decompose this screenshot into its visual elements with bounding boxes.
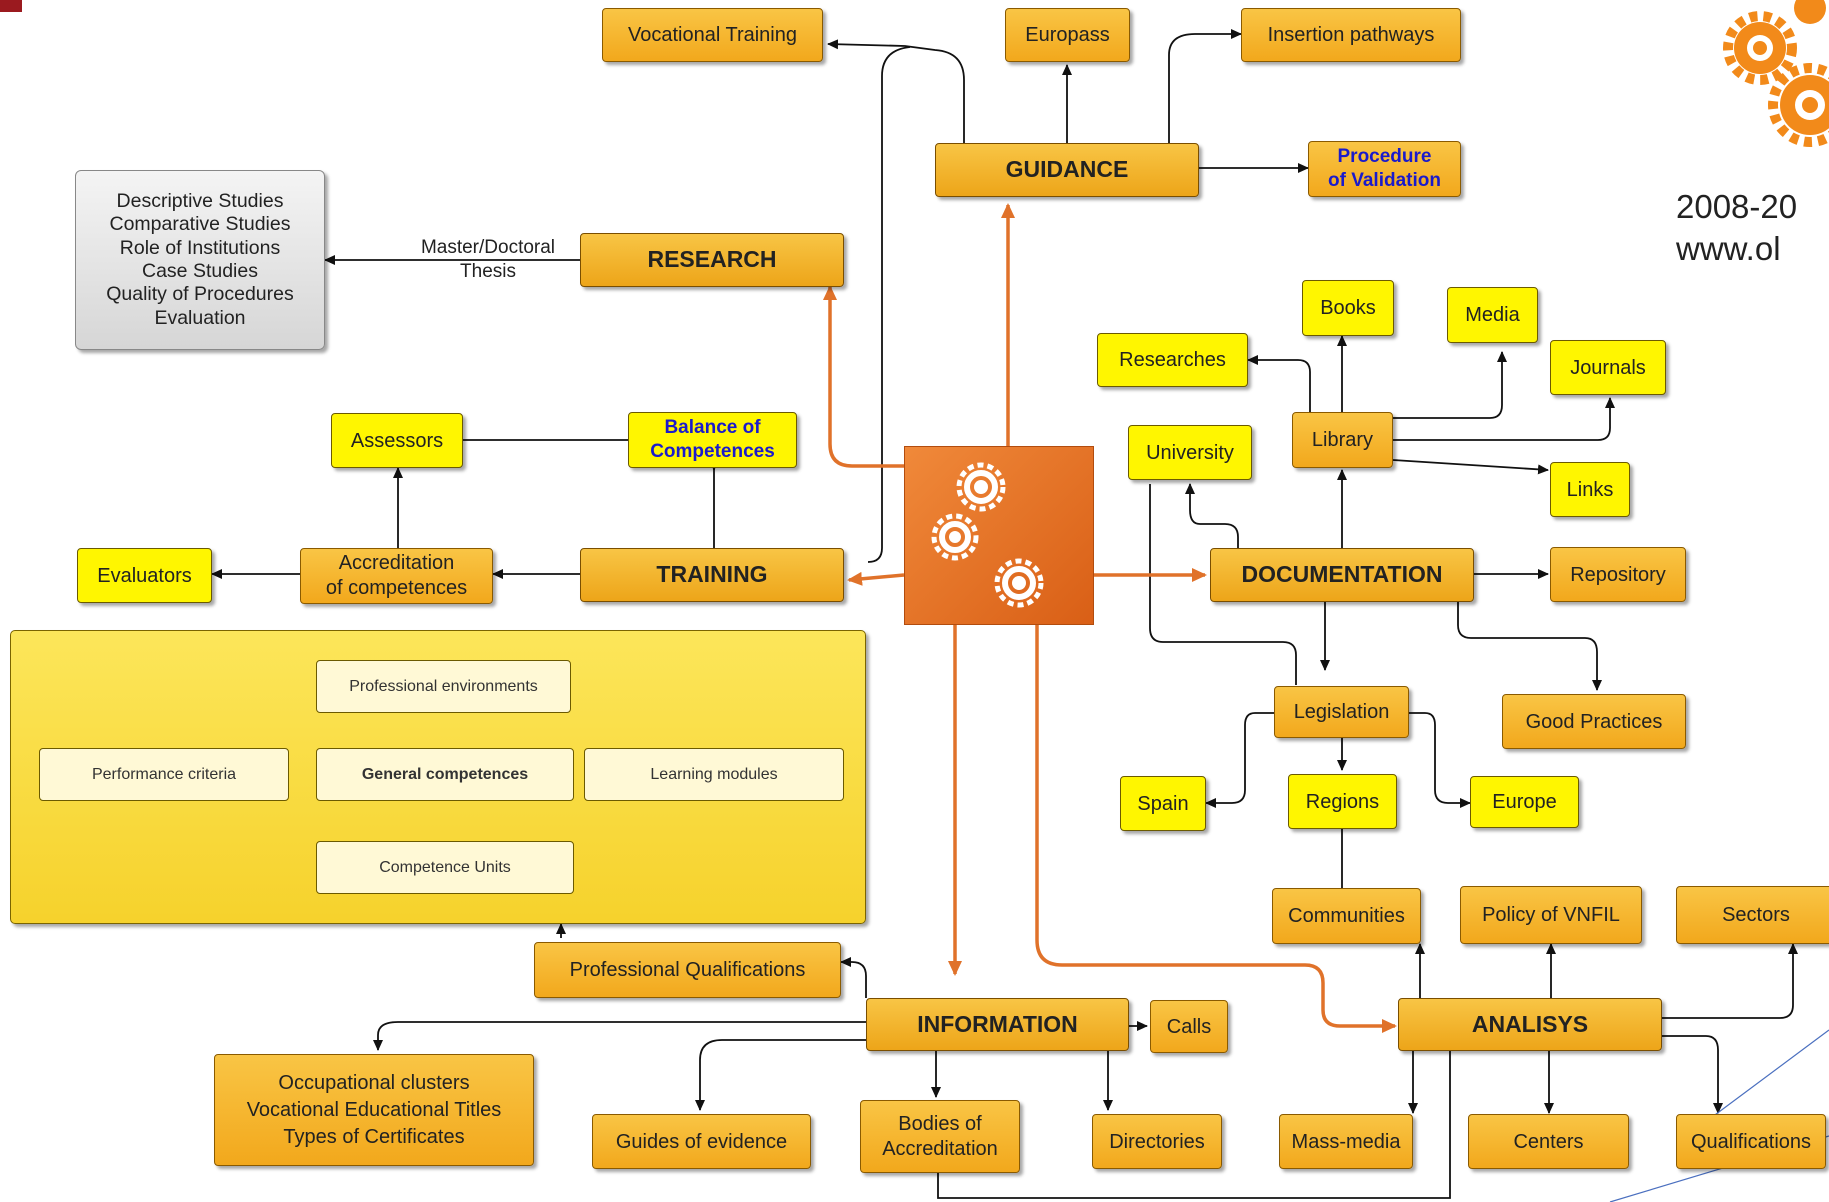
directories-node[interactable]: Directories — [1092, 1114, 1222, 1169]
evaluators-node[interactable]: Evaluators — [77, 548, 212, 603]
learning-modules-box: Learning modules — [584, 748, 844, 801]
edge-label-line1: Master/Doctoral — [420, 237, 556, 258]
assessors-node[interactable]: Assessors — [331, 413, 463, 468]
centers-node[interactable]: Centers — [1468, 1114, 1629, 1169]
accreditation-line2: of competences — [325, 577, 468, 599]
cluster-item: Types of Certificates — [283, 1125, 465, 1148]
competence-units-box: Competence Units — [316, 841, 574, 894]
library-node[interactable]: Library — [1292, 412, 1393, 468]
journals-node[interactable]: Journals — [1550, 340, 1666, 395]
gears-logo-icon — [1723, 0, 1829, 147]
footer-text: 2008-20 www.ol — [1676, 186, 1797, 270]
calls-node[interactable]: Calls — [1150, 1000, 1228, 1053]
accreditation-of-competences-node[interactable]: Accreditation of competences — [300, 548, 493, 604]
footer-years: 2008-20 — [1676, 188, 1798, 225]
study-item: Comparative Studies — [109, 213, 291, 236]
edge-label-line2: Thesis — [460, 260, 516, 282]
gears-icon — [931, 462, 1044, 608]
policy-of-vnfil-node[interactable]: Policy of VNFIL — [1460, 886, 1642, 944]
good-practices-node[interactable]: Good Practices — [1502, 694, 1686, 749]
bodies-of-accreditation-node[interactable]: Bodies of Accreditation — [860, 1100, 1020, 1173]
documentation-hub[interactable]: DOCUMENTATION — [1210, 548, 1474, 602]
balance-of-competences-node[interactable]: Balance of Competences — [628, 412, 797, 468]
books-node[interactable]: Books — [1302, 280, 1394, 336]
cluster-item: Occupational clusters — [278, 1071, 470, 1094]
europass-node[interactable]: Europass — [1005, 8, 1130, 62]
accreditation-line1: Accreditation — [338, 552, 455, 574]
training-hub[interactable]: TRAINING — [580, 548, 844, 602]
guides-of-evidence-node[interactable]: Guides of evidence — [592, 1114, 811, 1169]
study-item: Evaluation — [154, 306, 246, 329]
study-item: Role of Institutions — [119, 236, 281, 259]
performance-criteria-box: Performance criteria — [39, 748, 289, 801]
spain-node[interactable]: Spain — [1120, 776, 1206, 831]
study-item: Quality of Procedures — [106, 283, 294, 306]
general-competences-box: General competences — [316, 748, 574, 801]
vocational-training-node[interactable]: Vocational Training — [602, 8, 823, 62]
qualifications-node[interactable]: Qualifications — [1676, 1114, 1826, 1169]
mass-media-node[interactable]: Mass-media — [1279, 1114, 1413, 1169]
communities-node[interactable]: Communities — [1272, 888, 1421, 944]
balance-line1: Balance of — [664, 417, 761, 439]
professional-qualifications-node[interactable]: Professional Qualifications — [534, 942, 841, 998]
legislation-node[interactable]: Legislation — [1274, 686, 1409, 738]
guidance-hub[interactable]: GUIDANCE — [935, 143, 1199, 197]
qualification-structure-panel: Professional environments Performance cr… — [10, 630, 866, 924]
analisys-hub[interactable]: ANALISYS — [1398, 998, 1662, 1051]
master-doctoral-thesis-label: Master/Doctoral Thesis — [402, 236, 574, 284]
information-hub[interactable]: INFORMATION — [866, 998, 1129, 1051]
links-node[interactable]: Links — [1550, 462, 1630, 517]
professional-environments-box: Professional environments — [316, 660, 571, 713]
center-gears-hub — [904, 446, 1094, 625]
research-hub[interactable]: RESEARCH — [580, 233, 844, 287]
study-item: Case Studies — [142, 260, 258, 282]
research-studies-list: Descriptive Studies Comparative Studies … — [75, 170, 325, 350]
corner-accent — [0, 0, 22, 12]
researches-node[interactable]: Researches — [1097, 333, 1248, 387]
sectors-node[interactable]: Sectors — [1676, 886, 1829, 944]
procedure-of-validation-node[interactable]: Procedure of Validation — [1308, 141, 1461, 197]
university-node[interactable]: University — [1128, 425, 1252, 480]
balance-line2: Competences — [650, 441, 775, 462]
bodies-line2: Accreditation — [882, 1137, 998, 1160]
procedure-line1: Procedure — [1337, 146, 1432, 168]
europe-node[interactable]: Europe — [1470, 776, 1579, 828]
insertion-pathways-node[interactable]: Insertion pathways — [1241, 8, 1461, 62]
footer-url: www.ol — [1676, 230, 1781, 268]
bodies-line1: Bodies of — [898, 1112, 982, 1135]
regions-node[interactable]: Regions — [1288, 774, 1397, 829]
occupational-clusters-node[interactable]: Occupational clusters Vocational Educati… — [214, 1054, 534, 1166]
repository-node[interactable]: Repository — [1550, 547, 1686, 602]
media-node[interactable]: Media — [1447, 287, 1538, 343]
procedure-line2: of Validation — [1328, 170, 1441, 191]
study-item: Descriptive Studies — [116, 189, 284, 212]
cluster-item: Vocational Educational Titles — [246, 1098, 502, 1121]
